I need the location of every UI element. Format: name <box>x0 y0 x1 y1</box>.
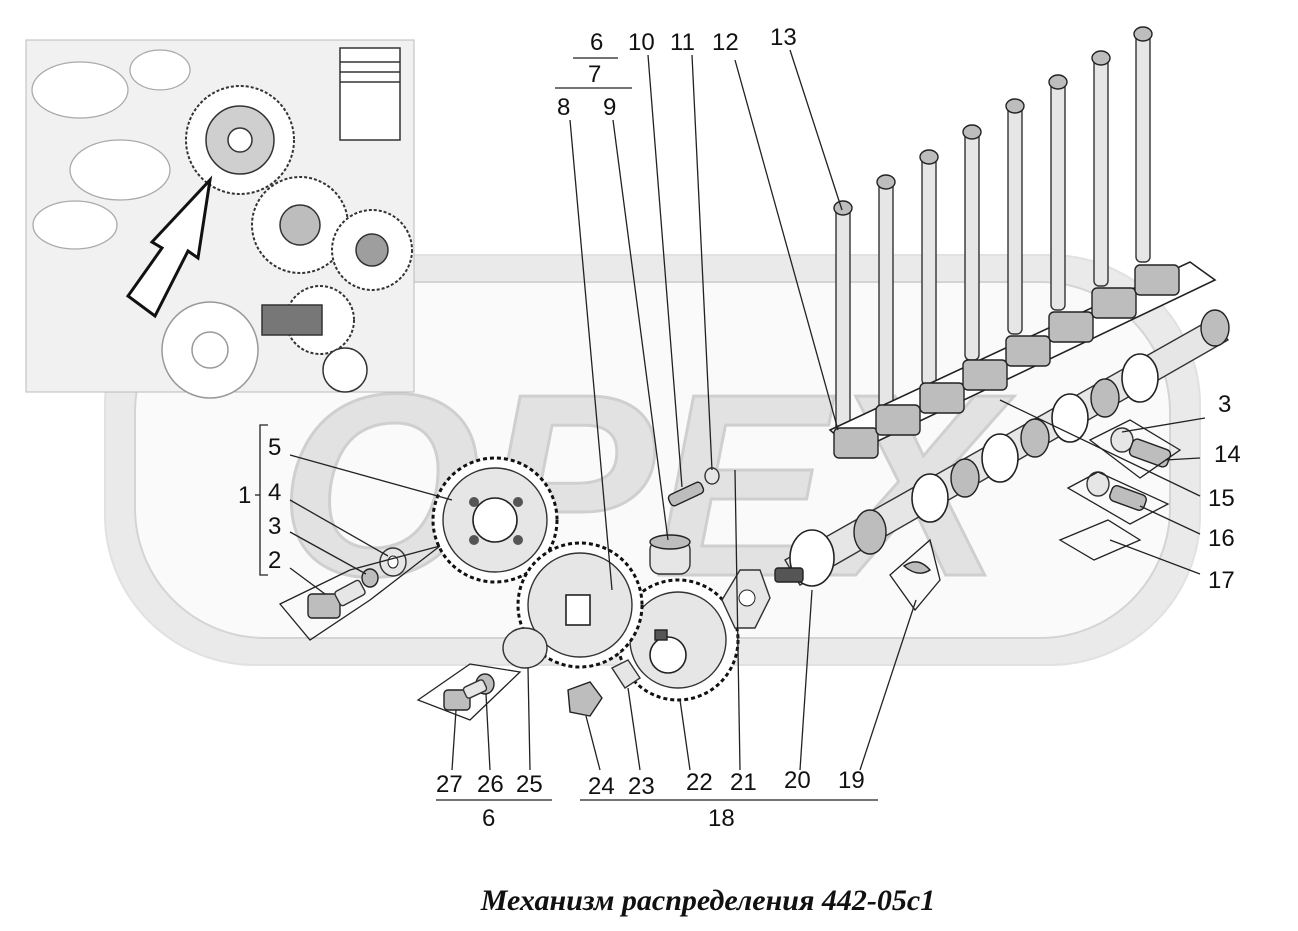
callout-18: 18 <box>708 805 735 832</box>
tappet-blocks <box>828 261 1217 459</box>
callout-16: 16 <box>1208 525 1235 552</box>
callout-26: 26 <box>477 771 504 798</box>
washer-3-right <box>1110 427 1134 453</box>
plate-23 <box>610 659 641 689</box>
push-rod <box>962 124 982 361</box>
callout-20: 20 <box>784 767 811 794</box>
inset-gear-lower <box>261 285 368 393</box>
figure-caption: Механизм распределения 442-05с1 <box>480 884 935 917</box>
push-rod <box>1048 74 1068 311</box>
callout-3: 3 <box>268 513 281 540</box>
gear-22 <box>616 578 740 702</box>
callout-12: 12 <box>712 29 739 56</box>
callout-2: 2 <box>268 547 281 574</box>
callout-13: 13 <box>770 24 797 51</box>
bolt-10 <box>667 481 705 507</box>
bushing-9 <box>649 534 691 575</box>
callout-22: 22 <box>686 769 713 796</box>
inset-gear-right <box>331 209 413 291</box>
callout-9: 9 <box>603 94 616 121</box>
callout-19: 19 <box>838 767 865 794</box>
callout-5: 5 <box>268 434 281 461</box>
gear-5 <box>431 456 559 584</box>
callout-27: 27 <box>436 771 463 798</box>
callout-25: 25 <box>516 771 543 798</box>
callout-14: 14 <box>1214 441 1241 468</box>
inset-engine-view <box>25 39 415 399</box>
callout-17: 17 <box>1208 567 1235 594</box>
inset-piston <box>339 47 401 141</box>
bolt-27 <box>443 679 488 711</box>
push-rod <box>1091 50 1111 287</box>
callout-6-top: 6 <box>590 29 603 56</box>
camshaft <box>774 309 1230 587</box>
washer-3 <box>361 568 379 588</box>
leader-plate-2 <box>278 545 441 641</box>
leader-plate-14 <box>1088 419 1182 479</box>
leader-lines <box>289 49 1206 771</box>
leader-plate-27 <box>416 663 522 721</box>
callout-15: 15 <box>1208 485 1235 512</box>
push-rod <box>1005 98 1025 335</box>
callout-23: 23 <box>628 773 655 800</box>
push-rod <box>833 200 853 437</box>
gasket-21 <box>721 569 771 629</box>
group-bracket-1 <box>255 424 268 576</box>
leader-plate-16 <box>1066 471 1170 525</box>
callout-21: 21 <box>730 769 757 796</box>
nut-24 <box>567 681 603 717</box>
callout-8: 8 <box>557 94 570 121</box>
push-rod <box>876 174 896 411</box>
inset-gear-middle <box>251 176 349 274</box>
woodruff-key-19 <box>889 538 941 612</box>
callout-10: 10 <box>628 29 655 56</box>
inset-gear-large <box>185 85 295 195</box>
leader-plate-17 <box>1058 519 1142 561</box>
plate-25 <box>502 627 548 669</box>
washer-11 <box>704 467 720 485</box>
callout-1: 1 <box>238 482 251 509</box>
push-rod <box>1133 26 1153 263</box>
washer-4 <box>379 547 407 577</box>
push-rod <box>919 149 939 386</box>
callout-24: 24 <box>588 773 615 800</box>
callout-3-right: 3 <box>1218 391 1231 418</box>
callout-7: 7 <box>588 61 601 88</box>
inset-pointer-arrow-icon <box>125 175 213 319</box>
callout-4: 4 <box>268 479 281 506</box>
callout-6-bottom: 6 <box>482 805 495 832</box>
push-rods <box>833 26 1153 437</box>
inset-fan-blades <box>31 49 191 250</box>
callouts: 1 5 4 3 2 6 7 8 9 10 11 12 13 3 14 15 16… <box>238 24 1241 832</box>
bolt-2 <box>307 579 366 619</box>
bolt-16 <box>1109 485 1147 511</box>
inset-pulley <box>161 301 259 399</box>
callout-11: 11 <box>670 29 695 56</box>
group-rule-6-7-8-9 <box>555 57 632 89</box>
